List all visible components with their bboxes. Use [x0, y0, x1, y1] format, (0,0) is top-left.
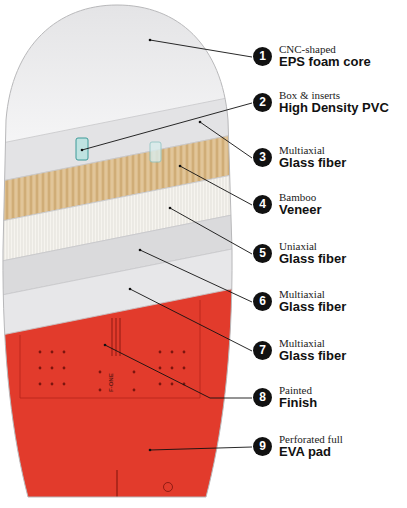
callout: 1CNC-shapedEPS foam core [253, 47, 403, 67]
callout: 9Perforated fullEVA pad [253, 437, 403, 457]
part-name: Glass fiber [279, 300, 346, 314]
part-detail: Uniaxial [279, 240, 346, 252]
part-detail: Multiaxial [279, 144, 346, 156]
part-name: Veneer [279, 203, 322, 217]
part-detail: Painted [279, 384, 317, 396]
callout-number: 9 [253, 437, 272, 456]
part-name: EPS foam core [279, 55, 371, 69]
part-detail: Bamboo [279, 191, 322, 203]
part-name: Finish [279, 396, 317, 410]
callout: 8PaintedFinish [253, 388, 403, 408]
logo-text: F-ONE [108, 373, 114, 392]
leader-line [82, 103, 252, 150]
part-detail: Multiaxial [279, 337, 346, 349]
leader-line [150, 40, 252, 57]
callout-number: 2 [253, 93, 272, 112]
part-detail: CNC-shaped [279, 43, 371, 55]
part-name: EVA pad [279, 445, 343, 459]
callout: 5UniaxialGlass fiber [253, 244, 403, 264]
callout-number: 8 [253, 388, 272, 407]
leader-line [180, 166, 252, 205]
leader-line [140, 250, 252, 302]
leader-line [105, 345, 252, 398]
callout-number: 6 [253, 292, 272, 311]
callout: 2Box & insertsHigh Density PVC [253, 93, 403, 113]
callout-number: 7 [253, 341, 272, 360]
callout: 4BambooVeneer [253, 195, 403, 215]
callout: 6MultiaxialGlass fiber [253, 292, 403, 312]
part-name: Glass fiber [279, 349, 346, 363]
part-name: High Density PVC [279, 101, 389, 115]
callout-number: 3 [253, 148, 272, 167]
leader-line [170, 208, 252, 254]
callout-number: 5 [253, 244, 272, 263]
leader-line [150, 447, 252, 450]
leader-line [200, 122, 252, 158]
part-name: Glass fiber [279, 156, 346, 170]
callout-number: 4 [253, 195, 272, 214]
part-name: Glass fiber [279, 252, 346, 266]
part-detail: Perforated full [279, 433, 343, 445]
callout-number: 1 [253, 47, 272, 66]
callout: 3MultiaxialGlass fiber [253, 148, 403, 168]
leader-line [130, 289, 252, 351]
part-detail: Multiaxial [279, 288, 346, 300]
part-detail: Box & inserts [279, 89, 389, 101]
callout: 7MultiaxialGlass fiber [253, 341, 403, 361]
